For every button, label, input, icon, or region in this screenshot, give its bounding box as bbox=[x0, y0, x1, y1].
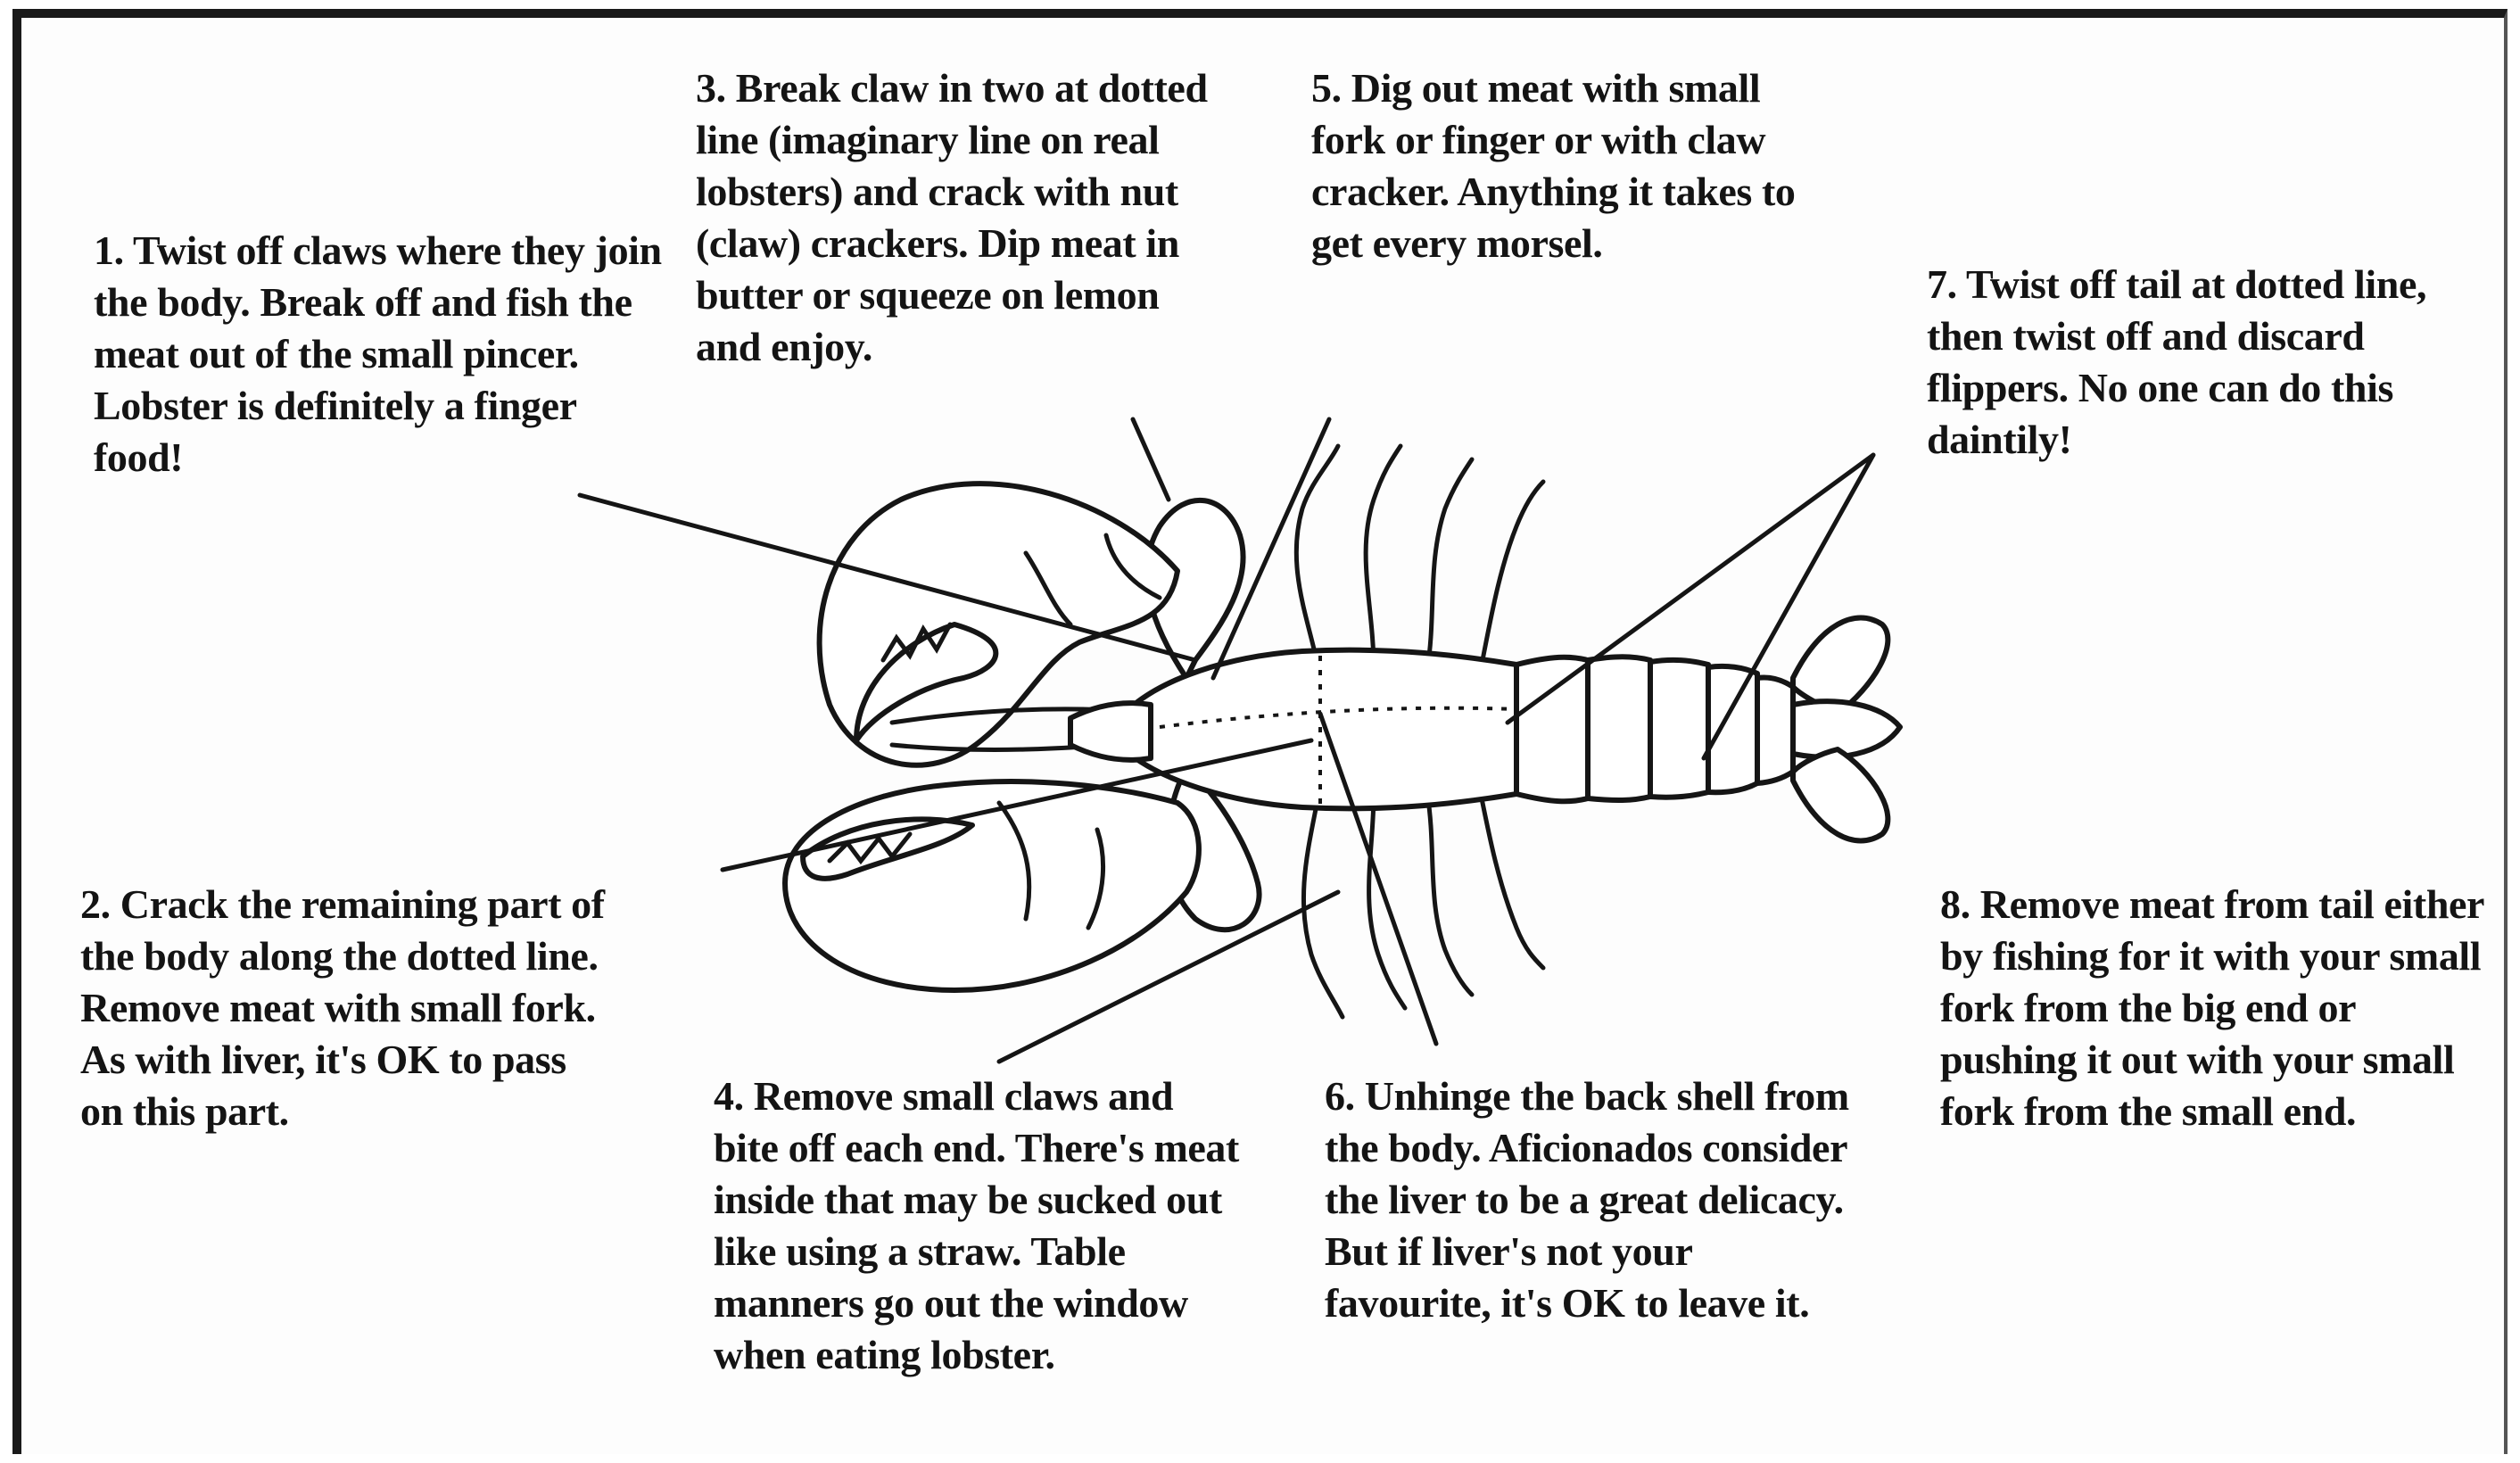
leg-bottom-4 bbox=[1481, 794, 1543, 968]
lower-claw bbox=[785, 767, 1260, 990]
step-1-text: 1. Twist off claws where they join the b… bbox=[94, 225, 665, 484]
step-3-text: 3. Break claw in two at dotted line (ima… bbox=[696, 62, 1231, 373]
step-2-text: 2. Crack the remaining part of the body … bbox=[80, 879, 616, 1137]
step-7-text: 7. Twist off tail at dotted line, then t… bbox=[1927, 259, 2462, 466]
step-6-text: 6. Unhinge the back shell from the body.… bbox=[1325, 1070, 1860, 1329]
lobster-tail bbox=[1516, 618, 1900, 841]
tail-segment-2 bbox=[1588, 657, 1650, 800]
tail-segment-1 bbox=[1516, 657, 1588, 802]
leg-top-4 bbox=[1481, 482, 1543, 669]
leg-top-3 bbox=[1427, 459, 1472, 669]
lobster-body bbox=[1070, 650, 1516, 809]
step-4-text: 4. Remove small claws and bite off each … bbox=[714, 1070, 1240, 1381]
head bbox=[1070, 703, 1151, 760]
tail-segment-5 bbox=[1757, 677, 1793, 783]
tail-segment-3 bbox=[1650, 660, 1708, 798]
tail-flipper-bottom bbox=[1793, 749, 1888, 841]
leg-top-2 bbox=[1366, 446, 1400, 669]
tail-flipper-middle bbox=[1793, 701, 1900, 757]
step-8-text: 8. Remove meat from tail either by fishi… bbox=[1940, 879, 2493, 1137]
pointer-step-3 bbox=[1133, 419, 1169, 500]
step-5-text: 5. Dig out meat with small fork or finge… bbox=[1311, 62, 1811, 269]
tail-segment-4 bbox=[1708, 666, 1757, 792]
leg-bottom-3 bbox=[1427, 794, 1472, 995]
